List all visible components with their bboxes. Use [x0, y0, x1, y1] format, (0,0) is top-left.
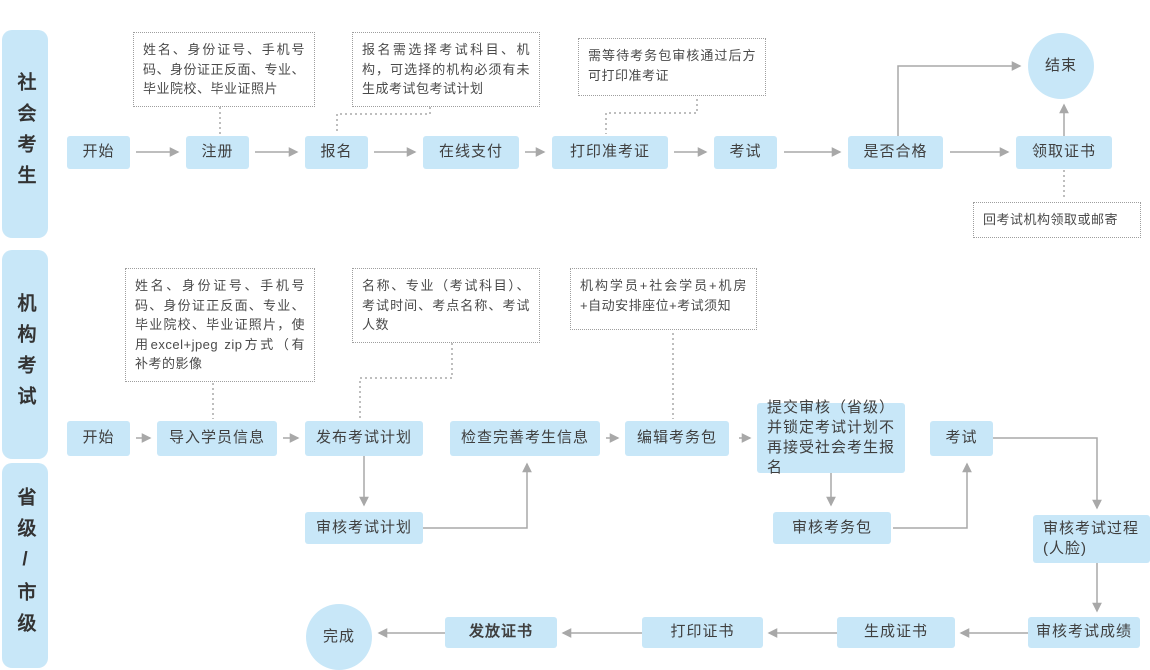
- lane-label-institution: 机构考试: [14, 292, 36, 417]
- node-l1-end[interactable]: 结束: [1028, 33, 1094, 99]
- node-l3-generate-cert[interactable]: 生成证书: [837, 617, 955, 648]
- node-l3-audit-plan[interactable]: 审核考试计划: [305, 512, 423, 544]
- connector-auditpack-exam2: [893, 462, 972, 529]
- node-l1-signup[interactable]: 报名: [305, 136, 368, 169]
- node-l3-done[interactable]: 完成: [306, 604, 372, 670]
- connector-exam2-auditprocess: [993, 437, 1102, 510]
- node-l3-audit-score[interactable]: 审核考试成绩: [1028, 617, 1140, 648]
- note-import-info: 姓名、身份证号、手机号码、身份证正反面、专业、毕业院校、毕业证照片，使用exce…: [125, 268, 315, 382]
- node-l2-submit-audit[interactable]: 提交审核（省级）并锁定考试计划不再接受社会考生报名: [757, 399, 905, 476]
- note-plan-info: 名称、专业（考试科目）、考试时间、考点名称、考试人数: [352, 268, 540, 343]
- lane-label-social: 社会考生: [14, 72, 36, 196]
- node-l2-edit-pack[interactable]: 编辑考务包: [625, 421, 729, 456]
- node-l1-get-cert[interactable]: 领取证书: [1016, 136, 1112, 169]
- node-l1-pay[interactable]: 在线支付: [423, 136, 519, 169]
- node-l3-audit-process[interactable]: 审核考试过程(人脸): [1033, 515, 1150, 563]
- note-signup-info: 报名需选择考试科目、机构，可选择的机构必须有未生成考试包考试计划: [352, 32, 540, 107]
- link-note-signup: [336, 102, 431, 134]
- lane-band-institution: 机构考试: [2, 250, 48, 459]
- node-l1-register[interactable]: 注册: [186, 136, 249, 169]
- node-l2-exam[interactable]: 考试: [930, 421, 993, 456]
- lane-band-social: 社会考生: [2, 30, 48, 238]
- note-cert-info: 回考试机构领取或邮寄: [973, 202, 1141, 238]
- node-l1-exam[interactable]: 考试: [714, 136, 777, 169]
- node-l1-print-ticket[interactable]: 打印准考证: [552, 136, 668, 169]
- node-l3-print-cert[interactable]: 打印证书: [642, 617, 763, 648]
- node-l1-pass-check[interactable]: 是否合格: [848, 136, 943, 169]
- lane-label-provincial: 省级/市级: [14, 487, 36, 644]
- lane-band-provincial: 省级/市级: [2, 463, 48, 668]
- node-l2-check-info[interactable]: 检查完善考生信息: [450, 421, 600, 456]
- note-register-info: 姓名、身份证号、手机号码、身份证正反面、专业、毕业院校、毕业证照片: [133, 32, 315, 107]
- node-l2-start[interactable]: 开始: [67, 421, 130, 456]
- connector-pass-end: [897, 61, 1022, 137]
- node-l2-publish-plan[interactable]: 发布考试计划: [305, 421, 423, 456]
- link-note-plan: [359, 338, 453, 419]
- node-l2-import-students[interactable]: 导入学员信息: [157, 421, 277, 456]
- note-pack-info: 机构学员+社会学员+机房+自动安排座位+考试须知: [570, 268, 757, 330]
- node-l3-audit-pack[interactable]: 审核考务包: [773, 512, 891, 544]
- note-ticket-info: 需等待考务包审核通过后方可打印准考证: [578, 38, 766, 96]
- node-l1-start[interactable]: 开始: [67, 136, 130, 169]
- link-note-ticket: [605, 99, 698, 134]
- connector-auditplan-check: [423, 462, 532, 529]
- node-l3-issue-cert[interactable]: 发放证书: [445, 617, 557, 648]
